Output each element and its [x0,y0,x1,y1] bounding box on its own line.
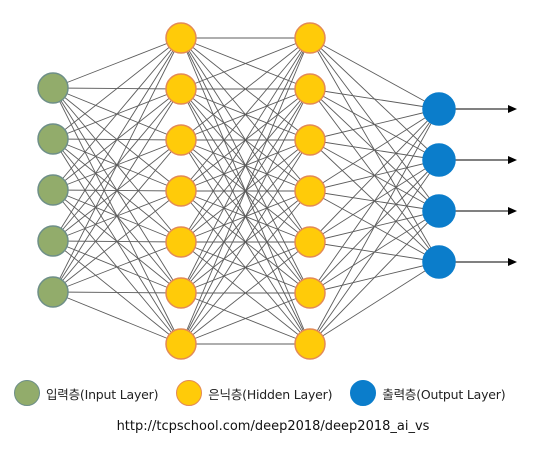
legend-item-input: 입력층(Input Layer) [14,380,158,406]
connection-hidden1-1-hidden2-0 [180,37,311,90]
connection-input-4-hidden1-4 [52,241,182,293]
legend-item-hidden: 은닉층(Hidden Layer) [176,380,332,406]
hidden2-neuron-4 [294,175,326,207]
legend-label-input: 입력층(Input Layer) [46,386,159,402]
hidden1-neuron-2 [165,73,197,105]
connection-input-4-hidden1-0 [52,37,182,293]
hidden1-neuron-1 [165,22,197,54]
input-neuron-5 [37,276,69,308]
connection-hidden2-3-output-0 [309,108,440,192]
hidden2-neuron-2 [294,73,326,105]
connection-input-4-hidden1-3 [52,190,182,293]
output-layer-swatch-icon [350,380,377,406]
hidden-layer-swatch-icon [176,380,203,406]
connection-hidden2-6-output-2 [309,210,440,345]
hidden1-neuron-3 [165,124,197,156]
connection-hidden2-1-output-0 [309,88,440,110]
connection-input-1-hidden1-0 [52,37,182,140]
connection-input-4-hidden1-2 [52,139,182,293]
hidden2-neuron-3 [294,124,326,156]
output-neuron-4 [422,245,456,279]
neurons [37,22,456,360]
output-arrow-icon [455,207,517,215]
connection-hidden1-6-hidden2-5 [180,292,311,345]
hidden2-neuron-7 [294,328,326,360]
hidden2-neuron-1 [294,22,326,54]
connection-hidden1-2-hidden2-0 [180,37,311,141]
hidden1-neuron-7 [165,328,197,360]
input-neuron-3 [37,174,69,206]
connection-hidden2-6-output-0 [309,108,440,345]
output-arrow-icon [455,105,517,113]
connection-hidden2-4-output-0 [309,108,440,243]
connection-hidden2-6-output-3 [309,261,440,345]
input-layer-swatch-icon [14,380,40,406]
source-url: http://tcpschool.com/deep2018/deep2018_a… [116,419,430,434]
connection-input-4-hidden1-5 [52,291,182,294]
output-arrow-icon [455,258,517,266]
hidden1-neuron-6 [165,277,197,309]
connection-hidden2-2-output-0 [309,108,440,141]
connection-hidden1-6-hidden2-2 [180,139,311,345]
connection-hidden1-4-hidden2-0 [180,37,311,243]
hidden2-neuron-5 [294,226,326,258]
legend-label-output: 출력층(Output Layer) [382,386,506,402]
output-neuron-1 [422,92,456,126]
connection-hidden1-6-hidden2-4 [180,241,311,345]
legend-item-output: 출력층(Output Layer) [350,380,506,406]
connection-hidden2-0-output-0 [309,37,440,110]
input-neuron-1 [37,72,69,104]
connections [52,37,440,345]
hidden1-neuron-4 [165,175,197,207]
connection-input-3-hidden1-0 [52,37,182,242]
input-neuron-2 [37,123,69,155]
connection-hidden1-6-hidden2-1 [180,88,311,345]
output-arrows [455,105,517,266]
hidden2-neuron-6 [294,277,326,309]
connection-input-4-hidden1-6 [52,291,182,345]
output-arrow-icon [455,156,517,164]
connection-hidden1-5-hidden2-0 [180,37,311,294]
connection-hidden1-6-hidden2-3 [180,190,311,345]
connection-input-0-hidden1-0 [52,37,182,89]
output-neuron-3 [422,194,456,228]
connection-hidden1-3-hidden2-0 [180,37,311,192]
connection-hidden2-5-output-0 [309,108,440,294]
hidden1-neuron-5 [165,226,197,258]
output-neuron-2 [422,143,456,177]
connection-input-4-hidden1-1 [52,88,182,293]
connection-input-2-hidden1-0 [52,37,182,191]
connection-hidden2-6-output-1 [309,159,440,345]
connection-hidden1-6-hidden2-0 [180,37,311,345]
input-neuron-4 [37,225,69,257]
legend: 입력층(Input Layer) 은닉층(Hidden Layer) 출력층(O… [14,377,523,409]
legend-label-hidden: 은닉층(Hidden Layer) [208,386,333,402]
